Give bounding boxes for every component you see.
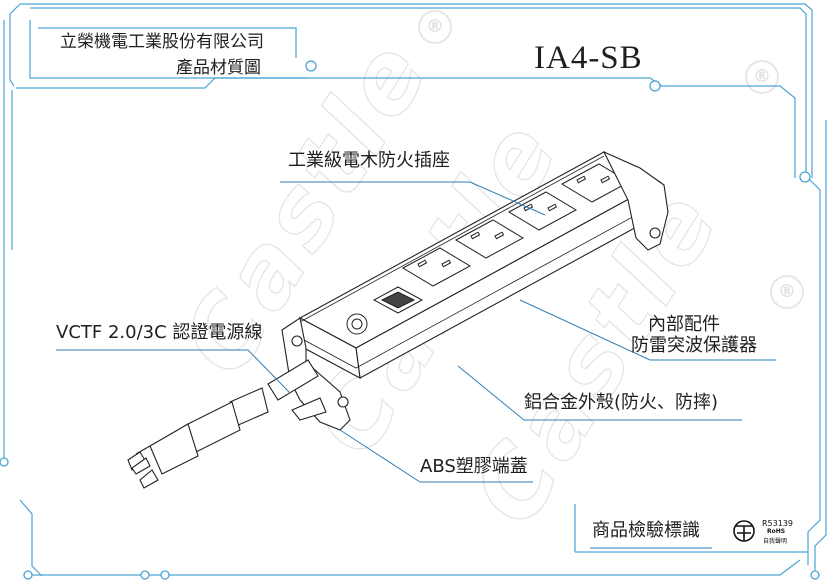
model-number: IA4-SB	[534, 40, 643, 76]
circuit-frame	[3, 3, 827, 577]
frame-nodes	[0, 60, 820, 580]
end-cap-right	[602, 150, 669, 251]
outlet	[401, 247, 472, 287]
outlet	[454, 219, 525, 259]
certification-note: 自我聲明	[763, 538, 788, 545]
callout-internal-title: 內部配件	[648, 314, 720, 335]
drawing-subtitle: 產品材質圖	[176, 58, 261, 78]
rohs-mark: RoHS	[767, 528, 786, 535]
callout-cord: VCTF 2.0/3C 認證電源線	[56, 322, 263, 343]
power-switch	[372, 286, 424, 314]
circuit-breaker	[346, 313, 368, 335]
inspection-mark-icon	[733, 520, 755, 542]
callout-end-cap: ABS塑膠端蓋	[420, 456, 528, 477]
title-box	[29, 20, 306, 79]
callout-surge-protector: 防雷突波保護器	[631, 335, 757, 356]
company-name: 立榮機電工業股份有限公司	[60, 32, 264, 52]
certification-label: 商品檢驗標識	[592, 520, 700, 541]
outlet-row	[401, 163, 631, 287]
power-cord	[127, 359, 319, 489]
callout-socket: 工業級電木防火插座	[288, 150, 450, 171]
registered-mark-icon: ®	[745, 60, 779, 94]
registered-mark-icon: ®	[770, 275, 804, 309]
certification-code: R53139	[762, 519, 794, 528]
callout-case: 鋁合金外殼(防火、防摔)	[524, 392, 719, 413]
leader-lines	[56, 181, 776, 549]
registered-mark-icon: ®	[418, 10, 452, 44]
